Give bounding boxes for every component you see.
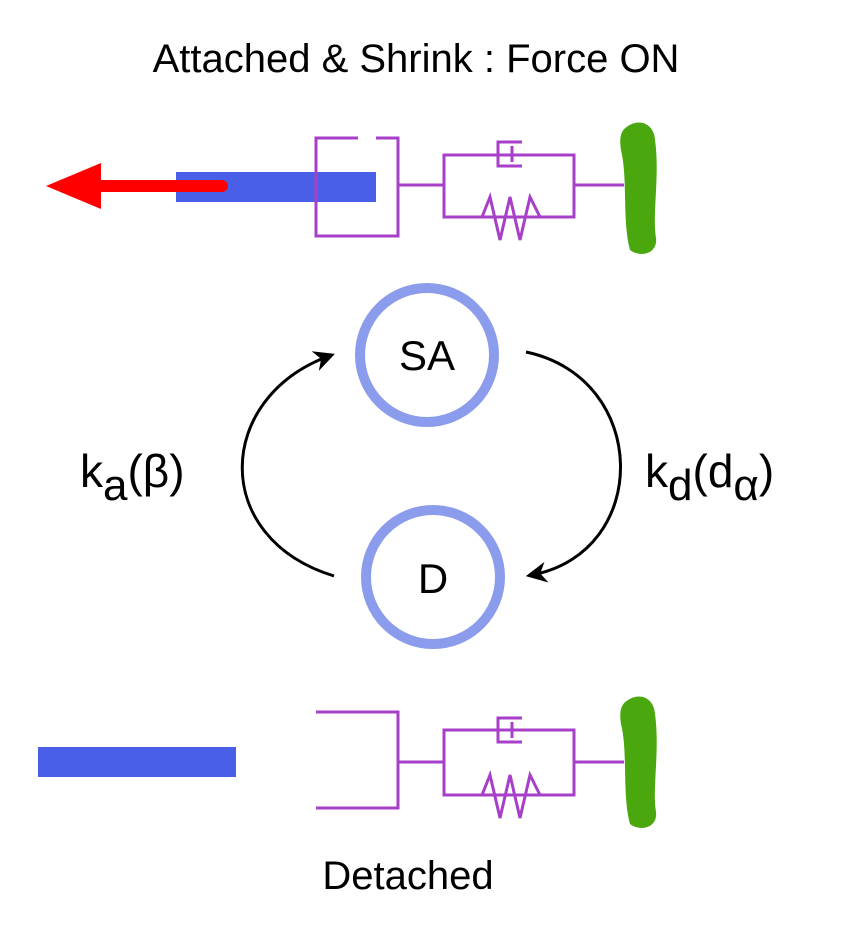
anchor-wall-attached xyxy=(620,122,657,254)
dashpot-icon xyxy=(496,716,522,744)
filament-bar-detached xyxy=(38,747,236,777)
detach-rate-base: k xyxy=(645,445,669,497)
detach-rate-sub: d xyxy=(668,461,692,510)
diagram-title: Attached & Shrink : Force ON xyxy=(153,37,680,81)
detach-rate-arg-sub: α xyxy=(733,461,758,510)
dashpot-icon xyxy=(496,140,522,168)
detach-rate-open: ( xyxy=(692,445,708,497)
linkage-detached xyxy=(316,710,624,819)
attached-assembly xyxy=(46,122,657,254)
state-circle-d xyxy=(361,505,505,649)
attach-rate-sub: a xyxy=(103,461,128,510)
detach-rate-close: ) xyxy=(759,445,774,497)
spring-icon xyxy=(480,770,542,819)
linkage-attached xyxy=(314,136,624,241)
detached-assembly xyxy=(38,696,657,828)
detach-rate-label: kd(dα) xyxy=(645,445,774,510)
attach-transition-arrow xyxy=(240,351,335,578)
state-circle-sa xyxy=(355,283,499,427)
attach-rate-base: k xyxy=(80,445,104,497)
force-arrow xyxy=(46,163,228,209)
anchor-wall-detached xyxy=(620,696,657,828)
detach-transition-arrow xyxy=(525,350,622,583)
state-label-d: D xyxy=(418,555,448,602)
attach-rate-arg: (β) xyxy=(127,445,184,497)
detached-label: Detached xyxy=(322,854,493,898)
state-cycle: SA D ka(β) kd(dα) xyxy=(80,283,774,649)
spring-icon xyxy=(480,192,542,241)
attach-rate-label: ka(β) xyxy=(80,445,185,510)
state-label-sa: SA xyxy=(399,332,455,379)
detach-rate-arg-base: d xyxy=(708,445,734,497)
